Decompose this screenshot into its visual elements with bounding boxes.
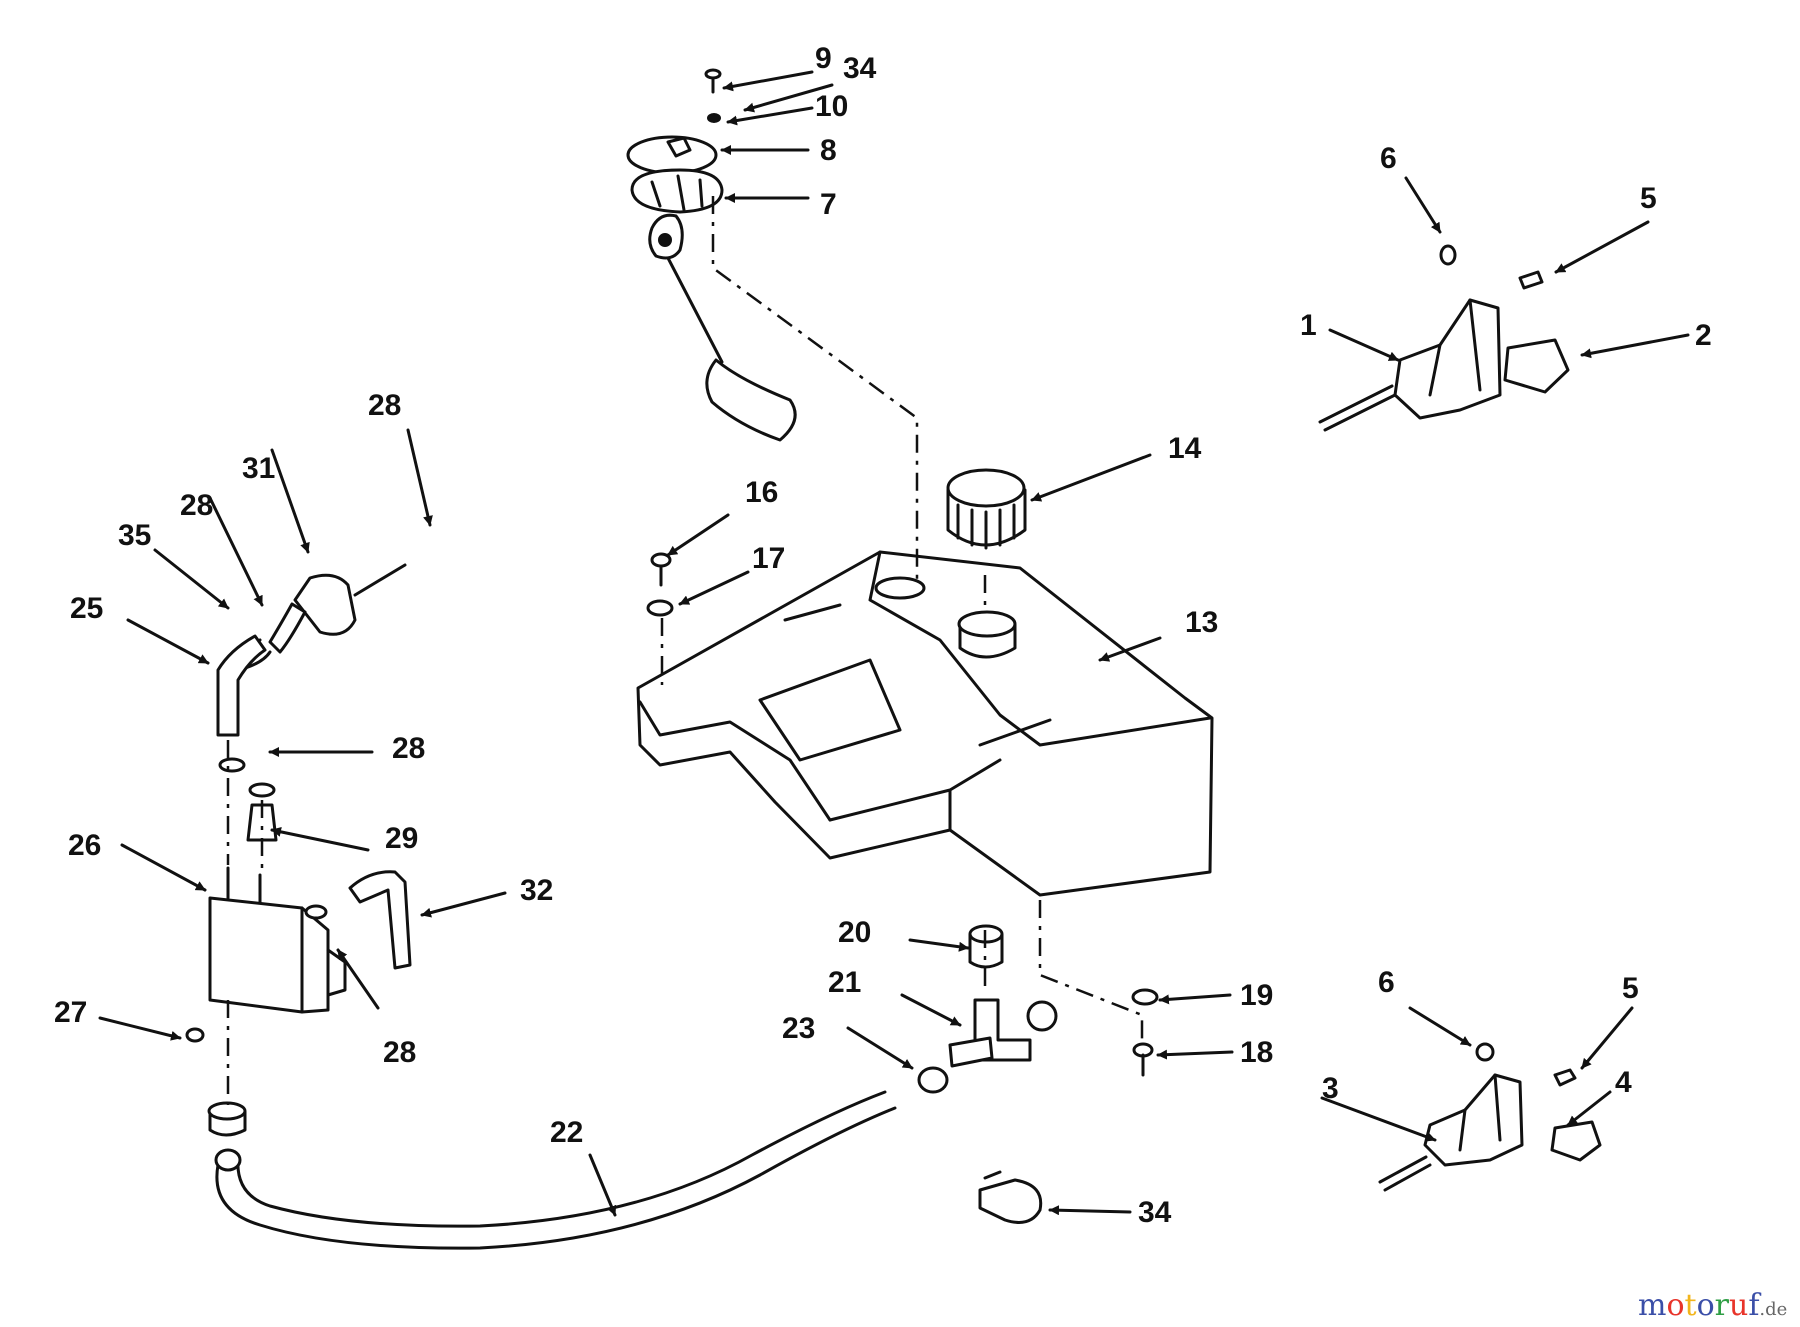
watermark-letter: t [1685, 1288, 1697, 1323]
callout-7: 7 [820, 188, 837, 221]
callout-2: 2 [1695, 319, 1712, 352]
callout-6-lower: 6 [1378, 966, 1395, 999]
callout-1: 1 [1300, 309, 1317, 342]
callout-31: 31 [242, 452, 275, 485]
callout-8: 8 [820, 134, 837, 167]
watermark-letter: u [1729, 1288, 1748, 1323]
callout-34-lower: 34 [1138, 1196, 1172, 1229]
callout-27: 27 [54, 996, 87, 1029]
callout-21: 21 [828, 966, 861, 999]
callout-5-lower: 5 [1622, 972, 1639, 1005]
callout-32: 32 [520, 874, 553, 907]
callout-28-top: 28 [368, 389, 401, 422]
watermark-suffix: .de [1759, 1299, 1787, 1320]
lower-bracket-group [1378, 1042, 1602, 1192]
fuel-sender-assembly [626, 68, 797, 442]
callout-6-upper: 6 [1380, 142, 1397, 175]
callout-29: 29 [385, 822, 418, 855]
watermark-letter: m [1638, 1288, 1666, 1323]
watermark-letter: o [1697, 1288, 1715, 1323]
tank-fittings [646, 552, 1159, 1094]
callout-20: 20 [838, 916, 871, 949]
fuel-pump-filter-group [185, 563, 412, 1043]
callout-22: 22 [550, 1116, 583, 1149]
callout-28-bottom: 28 [383, 1036, 416, 1069]
callout-17: 17 [752, 542, 785, 575]
callout-25: 25 [70, 592, 103, 625]
callout-9: 9 [815, 42, 832, 75]
line-clip [978, 1170, 1043, 1224]
callout-28-right: 28 [392, 732, 425, 765]
upper-bracket-group [1318, 244, 1570, 432]
callout-10: 10 [815, 90, 848, 123]
assembly-lines [226, 196, 1144, 1105]
leader-arrows [98, 70, 1690, 1217]
callout-26: 26 [68, 829, 101, 862]
callout-35: 35 [118, 519, 151, 552]
callout-23: 23 [782, 1012, 815, 1045]
callout-18: 18 [1240, 1036, 1273, 1069]
watermark-letter: f [1748, 1288, 1761, 1323]
watermark-letter: r [1715, 1288, 1730, 1323]
callout-5-upper: 5 [1640, 182, 1657, 215]
watermark-text: motoruf.de [1638, 1288, 1787, 1323]
callout-16: 16 [745, 476, 778, 509]
callout-4: 4 [1615, 1066, 1632, 1099]
callout-3: 3 [1322, 1072, 1339, 1105]
callout-19: 19 [1240, 979, 1273, 1012]
watermark-logo: motoruf.de [1638, 1288, 1787, 1323]
callout-13: 13 [1185, 606, 1218, 639]
callout-14: 14 [1168, 432, 1202, 465]
fuel-tank [636, 468, 1214, 969]
watermark-letter: o [1666, 1288, 1684, 1323]
callout-34: 34 [843, 52, 877, 85]
callout-28-mid: 28 [180, 489, 213, 522]
callout-labels: 9 34 10 8 7 14 13 16 17 19 18 20 21 23 2… [54, 42, 1712, 1229]
